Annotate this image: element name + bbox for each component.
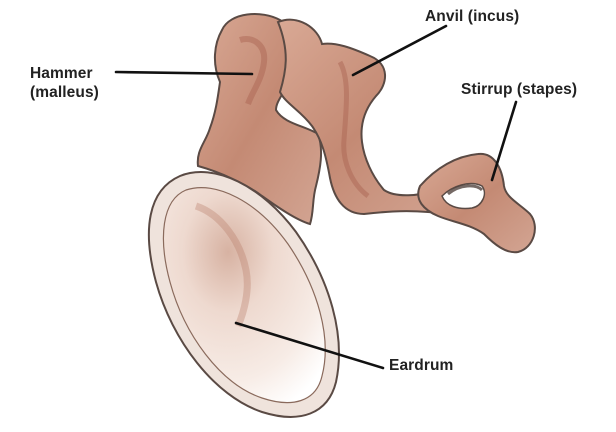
stirrup-label: Stirrup (stapes) [461, 80, 577, 99]
stirrup-leader-line [492, 102, 516, 180]
hammer-label: Hammer (malleus) [30, 64, 99, 102]
hammer-label-line1: Hammer [30, 64, 99, 83]
eardrum-label: Eardrum [389, 356, 453, 375]
anvil-leader-line [353, 26, 446, 75]
hammer-label-line2: (malleus) [30, 83, 99, 102]
anvil-label: Anvil (incus) [425, 7, 519, 26]
